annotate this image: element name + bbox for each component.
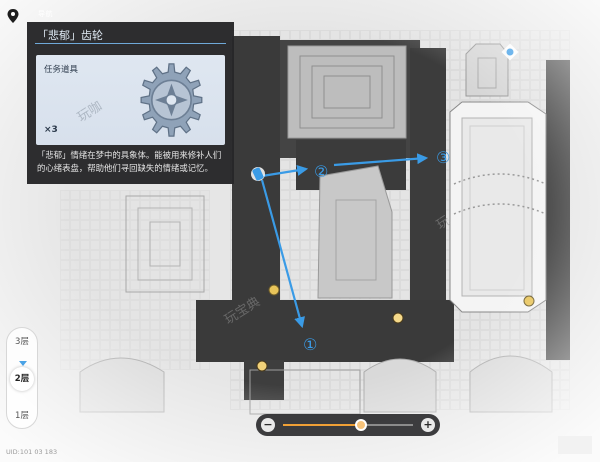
waypoint-number: ① <box>303 335 318 354</box>
zoom-control: − + <box>256 414 440 436</box>
zoom-out-button[interactable]: − <box>261 418 275 432</box>
item-title: 「悲郁」齿轮 <box>37 29 103 42</box>
item-detail-card: 「悲郁」齿轮 任务道具 ×3 玩咖 「悲郁」情绪在梦中的具象体。能被用来修补人们… <box>27 22 234 184</box>
map-pin-icon <box>7 9 19 23</box>
waypoint-marker-1[interactable]: ① <box>303 335 319 354</box>
waypoint-number: ③ <box>436 148 451 167</box>
floor-selector: 3层 2层 1层 <box>6 327 38 429</box>
waypoint-number: ② <box>314 162 329 181</box>
item-type-label: 任务道具 <box>44 65 79 75</box>
uid-label: UID:101 03 183 <box>6 448 58 456</box>
zoom-slider-track[interactable] <box>283 424 413 426</box>
item-count: ×3 <box>44 125 58 135</box>
watermark-text: 玩咖 <box>75 98 106 126</box>
current-floor-indicator-icon <box>19 361 27 366</box>
item-description: 「悲郁」情绪在梦中的具象体。能被用来修补人们的心绪表盘，帮助他们寻回缺失的情绪或… <box>37 150 222 173</box>
nav-label: 导航 <box>38 10 53 18</box>
navigation-header: 导航 <box>0 0 120 24</box>
floor-1-button[interactable]: 1层 <box>15 411 29 421</box>
zoom-in-button[interactable]: + <box>421 418 435 432</box>
waypoint-marker-2[interactable]: ② <box>314 162 330 181</box>
floor-2-button[interactable]: 2层 <box>10 367 34 391</box>
corner-watermark-logo <box>558 436 592 454</box>
gear-icon <box>140 63 203 137</box>
floor-3-button[interactable]: 3层 <box>15 337 29 347</box>
title-divider <box>35 43 226 44</box>
waypoint-marker-3[interactable]: ③ <box>436 148 452 167</box>
item-art-panel: 任务道具 ×3 玩咖 <box>36 55 225 145</box>
zoom-slider-knob[interactable] <box>355 419 367 431</box>
zoom-slider-fill <box>283 424 361 426</box>
